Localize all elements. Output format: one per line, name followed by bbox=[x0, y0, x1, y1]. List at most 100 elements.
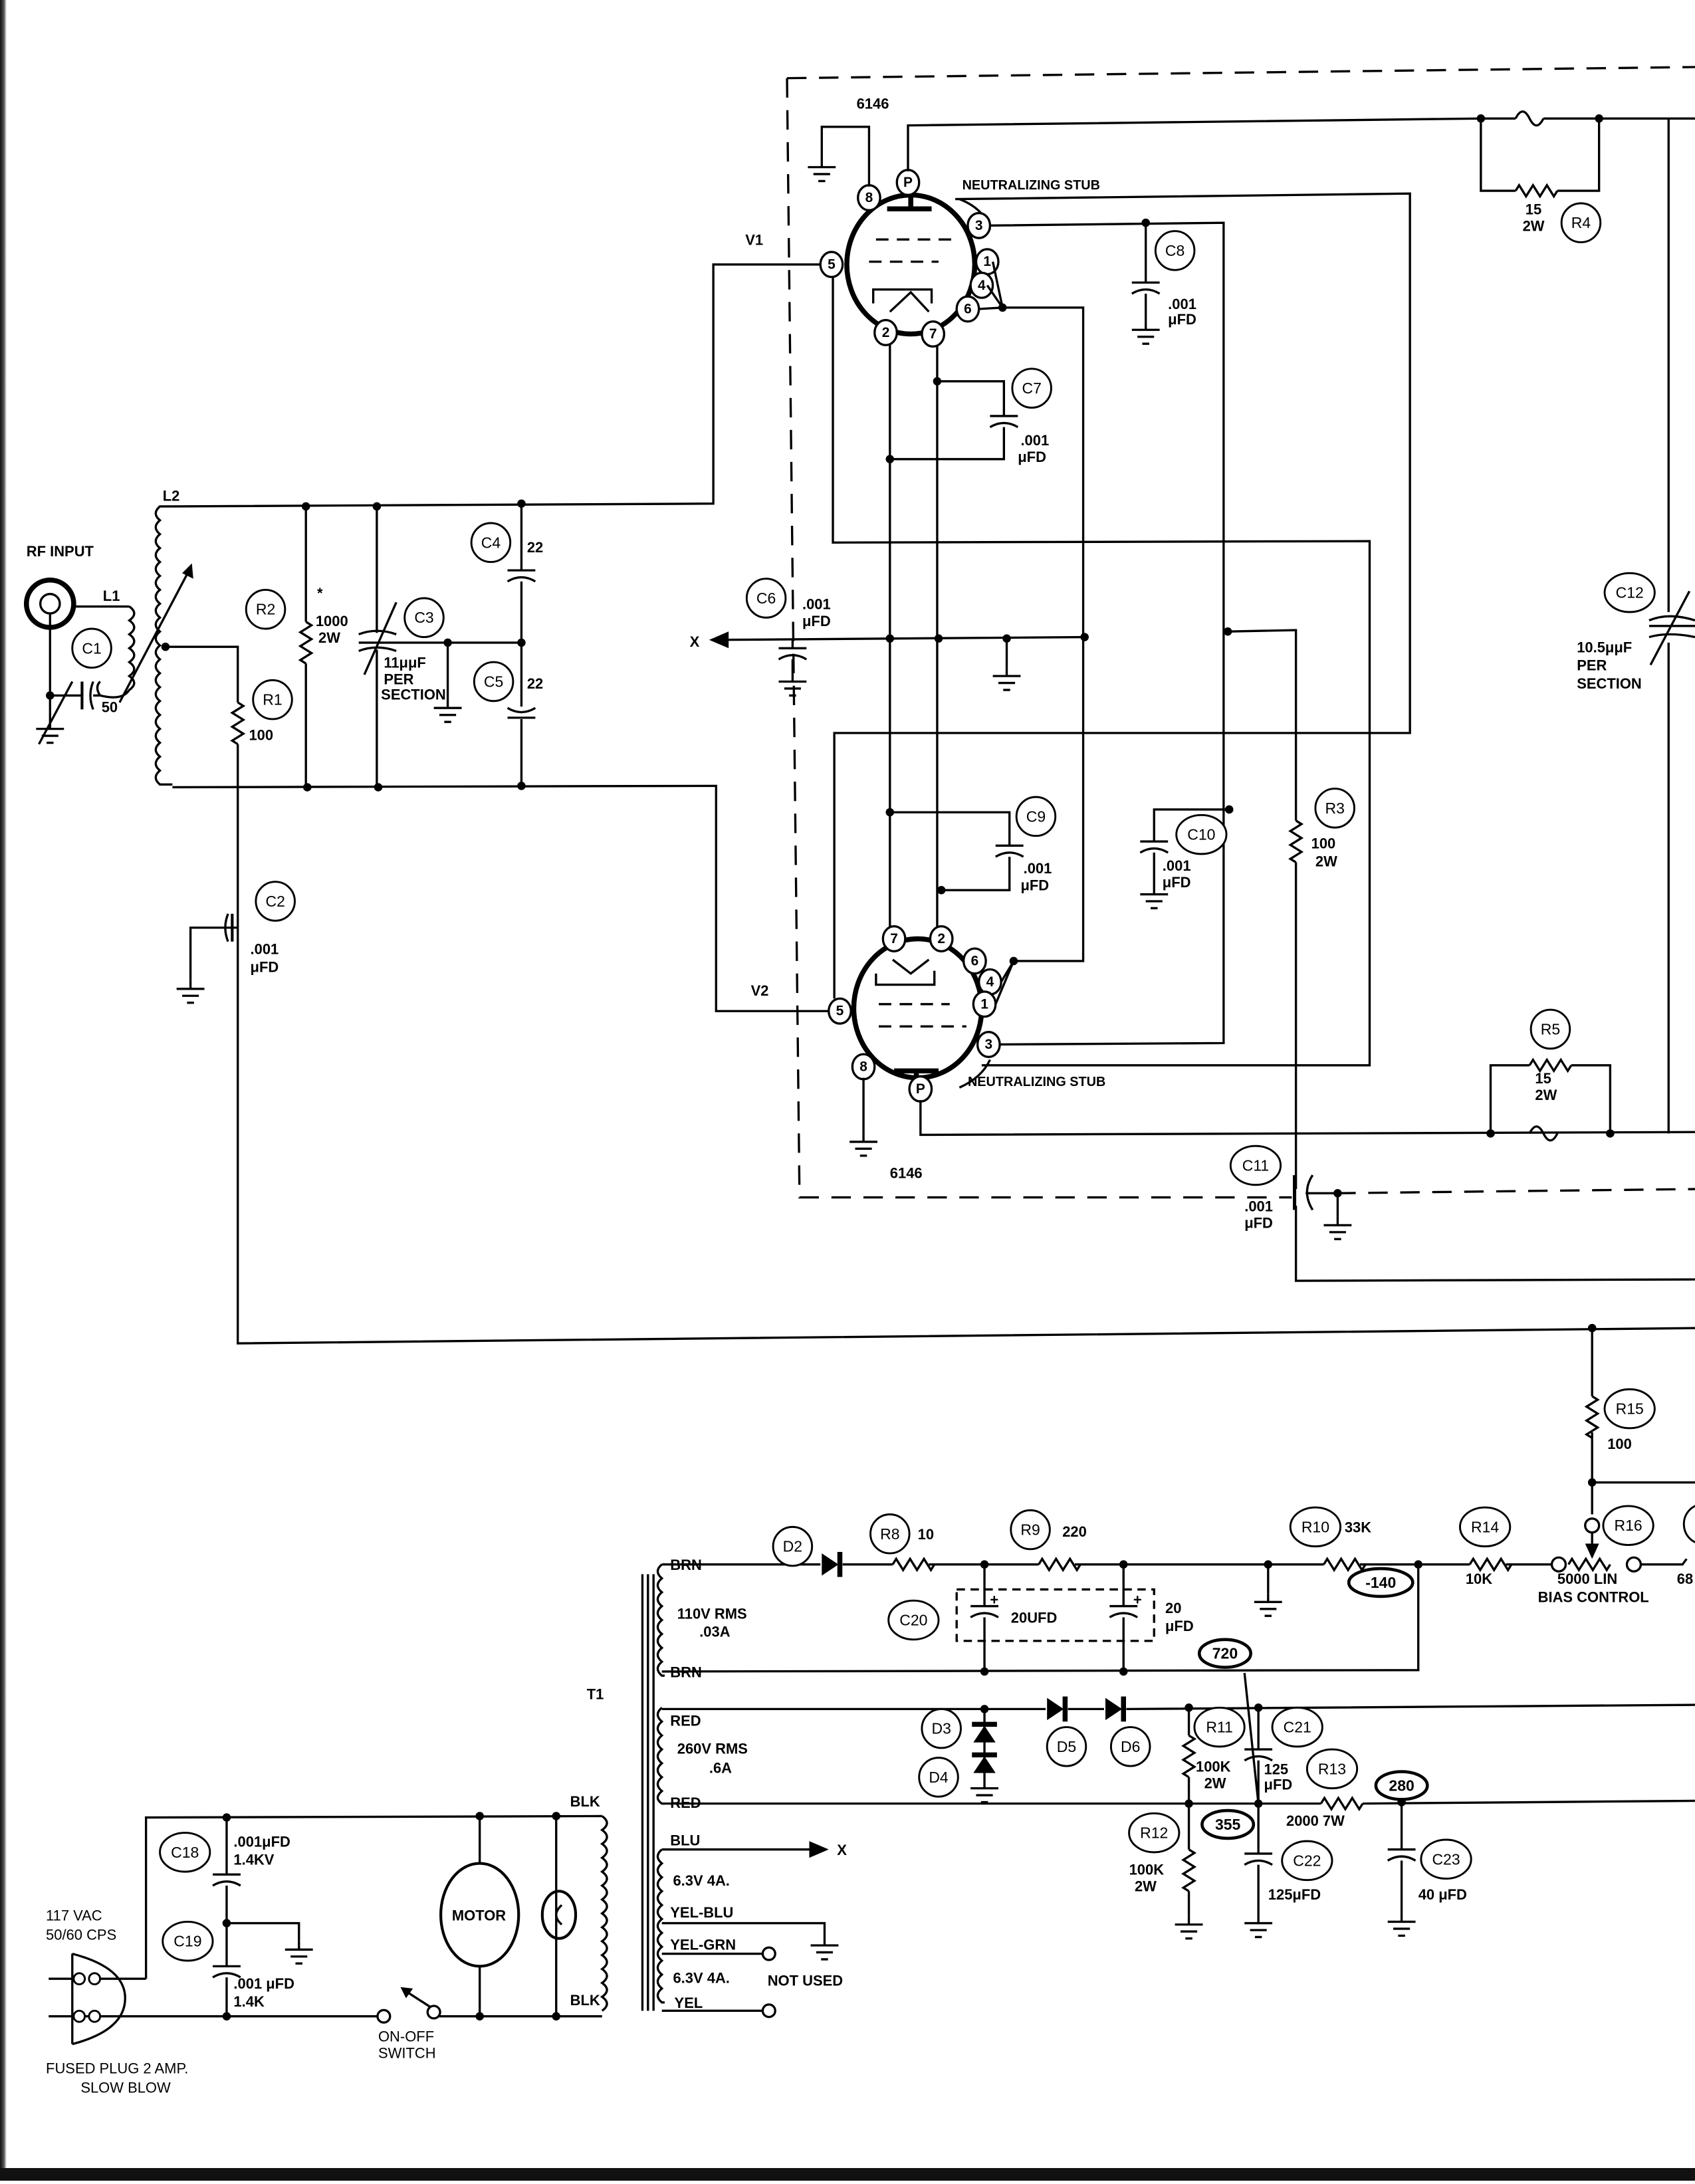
yel-blu-label: YEL-BLU bbox=[670, 1904, 733, 1921]
v2-pin-6: 6 bbox=[971, 953, 979, 968]
ref-c23: C23 bbox=[1432, 1850, 1460, 1868]
fil2-rating: 6.3V 4A. bbox=[673, 1969, 729, 1986]
ref-circle bbox=[1529, 1008, 1571, 1050]
blk-bottom-label: BLK bbox=[570, 1992, 600, 2009]
resistor-r15-symbol bbox=[1585, 1395, 1599, 1440]
ref-c10: C10 bbox=[1187, 826, 1215, 843]
r14-value: 10K bbox=[1466, 1571, 1492, 1587]
red-current: .6A bbox=[709, 1760, 732, 1777]
scan-edge-bottom bbox=[0, 2168, 1695, 2181]
test-voltage-355: 355 bbox=[1215, 1816, 1241, 1833]
ref-r16: R16 bbox=[1614, 1517, 1642, 1534]
ref-circle bbox=[887, 1599, 940, 1641]
ref-circle bbox=[921, 1707, 962, 1749]
brn-top-label: BRN bbox=[670, 1557, 702, 1573]
ref-circle bbox=[1128, 1812, 1181, 1854]
shield-enclosure bbox=[786, 66, 1695, 1199]
ref-r12: R12 bbox=[1140, 1824, 1168, 1842]
ref-circle bbox=[1602, 1505, 1654, 1547]
r13-value: 2000 7W bbox=[1286, 1812, 1345, 1829]
ref-c6: C6 bbox=[756, 590, 776, 607]
c18-rating: 1.4KV bbox=[233, 1852, 274, 1868]
t1-label: T1 bbox=[587, 1686, 604, 1703]
mains-voltage: 117 VAC bbox=[46, 1907, 102, 1923]
pin-circle bbox=[881, 925, 907, 952]
blu-label: BLU bbox=[670, 1832, 700, 1848]
ref-d6: D6 bbox=[1121, 1738, 1140, 1755]
ref-circle bbox=[1560, 202, 1602, 243]
ref-r5: R5 bbox=[1541, 1020, 1560, 1037]
ref-c22: C22 bbox=[1293, 1852, 1321, 1869]
ref-circle bbox=[1682, 1505, 1695, 1543]
ref-circle bbox=[1015, 796, 1057, 837]
pin-circle bbox=[929, 925, 954, 952]
ref-c4: C4 bbox=[481, 534, 501, 551]
diode-d6-symbol bbox=[1105, 1697, 1123, 1722]
mains-frequency: 50/60 CPS bbox=[46, 1927, 116, 1943]
test-voltage-oval bbox=[1347, 1567, 1414, 1598]
ref-circle bbox=[403, 597, 445, 639]
c18-value: .001μFD bbox=[233, 1833, 290, 1850]
ref-circle bbox=[1011, 368, 1052, 409]
test-voltage-oval bbox=[1200, 1808, 1256, 1840]
r12-value: 100K bbox=[1129, 1861, 1165, 1878]
resistor-r3-symbol bbox=[1289, 819, 1303, 864]
resistor-r1-symbol bbox=[231, 701, 245, 746]
c7-unit: μFD bbox=[1018, 449, 1046, 465]
scan-edge-left bbox=[0, 0, 7, 2181]
c21-unit: μFD bbox=[1264, 1777, 1293, 1793]
bias-network: R15 100 R16 5000 LIN BIAS CONTROL R14 10… bbox=[1459, 1323, 1695, 1605]
ground-icon bbox=[806, 158, 837, 183]
ref-c8: C8 bbox=[1165, 242, 1185, 259]
resistor-r13-symbol bbox=[1319, 1797, 1364, 1810]
r10-value: 33K bbox=[1345, 1519, 1371, 1536]
ground-icon bbox=[809, 1935, 840, 1961]
v1-pin-2: 2 bbox=[882, 325, 890, 340]
capacitor-c18-symbol bbox=[211, 1873, 242, 1887]
amplifier-wiring bbox=[709, 110, 1695, 1282]
ref-d4: D4 bbox=[929, 1769, 949, 1786]
ref-circle bbox=[245, 588, 286, 630]
c22-value: 125μFD bbox=[1268, 1886, 1321, 1903]
ref-c5: C5 bbox=[484, 673, 503, 690]
ground-icon bbox=[284, 1940, 314, 1965]
red-top-label: RED bbox=[670, 1712, 701, 1729]
diode-d2-symbol bbox=[822, 1552, 840, 1577]
ground-icon bbox=[969, 1779, 1000, 1804]
ref-c18: C18 bbox=[171, 1844, 199, 1861]
capacitor-c10-symbol bbox=[1139, 840, 1169, 854]
ref-circle bbox=[1459, 1506, 1512, 1548]
plug-type: SLOW BLOW bbox=[80, 2080, 171, 2096]
c7-value: .001 bbox=[1020, 432, 1049, 449]
c6-value: .001 bbox=[802, 596, 831, 613]
ref-r11: R11 bbox=[1206, 1719, 1233, 1736]
ground-icon bbox=[848, 1132, 879, 1157]
ground-icon bbox=[1322, 1216, 1353, 1241]
power-supply-labels: T1 BRN 110V RMS .03A BRN RED 260V RMS .6… bbox=[570, 1506, 1472, 2011]
on-off-switch[interactable] bbox=[405, 1990, 431, 2008]
potentiometer-r16-symbol[interactable] bbox=[1567, 1557, 1612, 1571]
capacitor-c9-symbol bbox=[994, 844, 1025, 858]
capacitor-c8-symbol bbox=[1131, 281, 1161, 295]
c2-unit: μFD bbox=[251, 959, 279, 976]
c19-rating: 1.4K bbox=[233, 1993, 265, 2010]
r4-rating: 2W bbox=[1523, 218, 1545, 235]
r12-rating: 2W bbox=[1135, 1878, 1157, 1894]
diode-d5-symbol bbox=[1047, 1697, 1065, 1722]
capacitor-c22-symbol bbox=[1243, 1852, 1274, 1866]
ref-circle bbox=[1281, 1840, 1333, 1882]
c8-unit: μFD bbox=[1168, 311, 1196, 328]
resistor-r12-symbol bbox=[1182, 1848, 1196, 1893]
brn-current: .03A bbox=[699, 1624, 731, 1640]
ref-circle bbox=[1193, 1706, 1246, 1748]
resistor-r2-symbol bbox=[299, 620, 313, 665]
c21-value: 125 bbox=[1264, 1761, 1289, 1778]
ref-d3: D3 bbox=[931, 1720, 951, 1737]
r9-value: 220 bbox=[1062, 1523, 1087, 1540]
amplifier-labels: X C6 .001 μFD C7 .001 μFD C8 .001 μFD C9… bbox=[690, 201, 1656, 1232]
ref-circle bbox=[1010, 1509, 1051, 1551]
power-supply bbox=[600, 1552, 1695, 2019]
c20-plus-b: + bbox=[1133, 1591, 1142, 1608]
v2-pin-5: 5 bbox=[836, 1004, 844, 1019]
test-voltage-720: 720 bbox=[1212, 1645, 1238, 1662]
